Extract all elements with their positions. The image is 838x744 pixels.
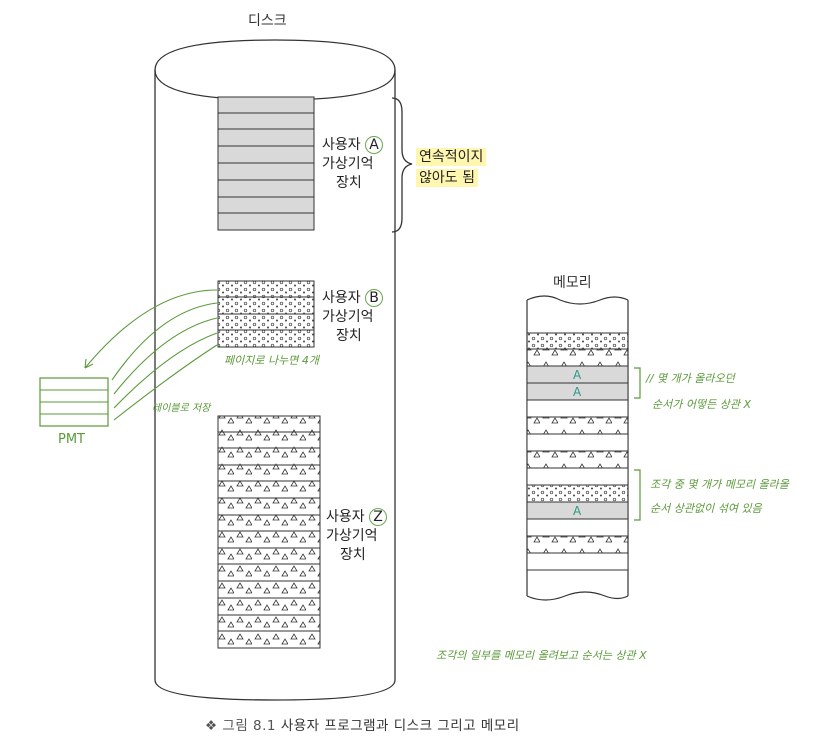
note-a-line1: // 몇 개가 올라오던 (646, 372, 735, 385)
mem-a-label-2: A (573, 385, 582, 399)
note-b-line2: 순서 상관없이 섞여 있음 (650, 502, 762, 515)
note-b-line1: 조각 중 몇 개가 메모리 올라올 (650, 478, 789, 491)
brace-note: 연속적이지 않아도 됨 (416, 146, 487, 188)
letter-circle: B (365, 289, 384, 307)
caption-text: 사용자 프로그램과 디스크 그리고 메모리 (280, 718, 520, 734)
pmt-label: PMT (58, 432, 85, 447)
caption-symbol: ❖ (205, 718, 218, 734)
memory-brackets (634, 367, 641, 521)
letter-circle: A (365, 136, 384, 154)
user-b-pages (217, 280, 315, 348)
user-a-pages (217, 96, 315, 231)
note-table-store: 테이블로 저장 (152, 403, 211, 414)
user-b-label: 사용자 B 가상기억 장치 (322, 289, 384, 346)
memory-strip (526, 295, 629, 601)
note-page-split: 페이지로 나누면 4개 (224, 354, 319, 367)
user-a-label: 사용자 A 가상기억 장치 (322, 136, 384, 193)
memory-title: 메모리 (553, 275, 592, 291)
user-z-label: 사용자 Z 가상기억 장치 (326, 508, 388, 565)
caption-figure-number: 그림 8.1 (222, 718, 277, 734)
mem-a-label-1: A (573, 368, 582, 382)
mem-a-label-3: A (573, 504, 582, 518)
brace (391, 97, 413, 233)
letter-circle: Z (369, 508, 388, 526)
pmt-arrows (84, 289, 218, 421)
note-a-line2: 순서가 어떻든 상관 X (652, 398, 751, 411)
pmt-table (39, 377, 109, 427)
disk-title: 디스크 (248, 13, 287, 29)
figure-caption: ❖ 그림 8.1 사용자 프로그램과 디스크 그리고 메모리 (205, 714, 520, 734)
user-z-pages (217, 415, 321, 649)
note-bottom: 조각의 일부를 메모리 올려보고 순서는 상관 X (436, 649, 647, 662)
